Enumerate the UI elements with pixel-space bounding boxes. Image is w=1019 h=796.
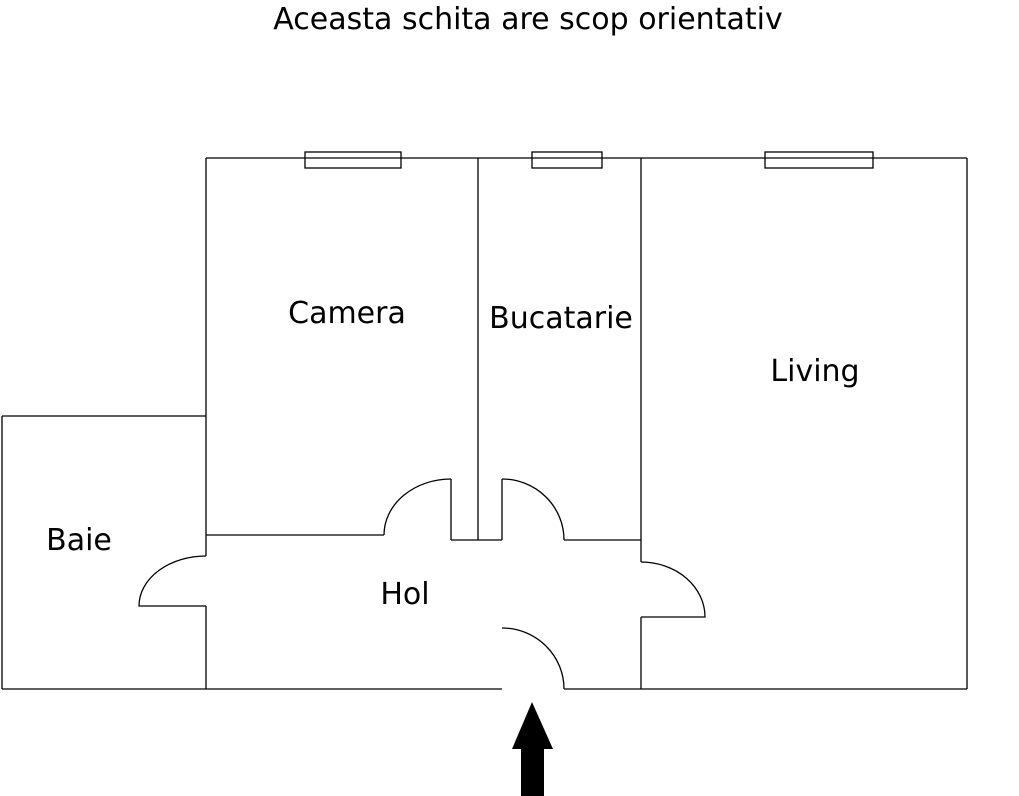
door-camera	[383, 478, 452, 536]
plan-title: Aceasta schita are scop orientativ	[273, 2, 783, 37]
room-label-hol: Hol	[380, 577, 429, 612]
room-label-living: Living	[770, 354, 859, 389]
window-camera	[304, 151, 402, 169]
doors	[138, 478, 706, 690]
window-living	[764, 151, 874, 169]
door-living	[640, 561, 706, 618]
room-label-bucatarie: Bucatarie	[489, 301, 633, 336]
door-baie	[138, 555, 207, 607]
room-label-baie: Baie	[46, 523, 112, 558]
walls	[1, 157, 968, 690]
door-entrance	[501, 627, 565, 690]
entrance-arrow-icon	[512, 702, 553, 796]
window-bucatarie	[531, 151, 603, 169]
windows	[304, 151, 874, 169]
room-labels: Camera Bucatarie Living Baie Hol	[46, 296, 859, 612]
door-bucatarie	[501, 478, 565, 541]
room-label-camera: Camera	[288, 296, 406, 331]
